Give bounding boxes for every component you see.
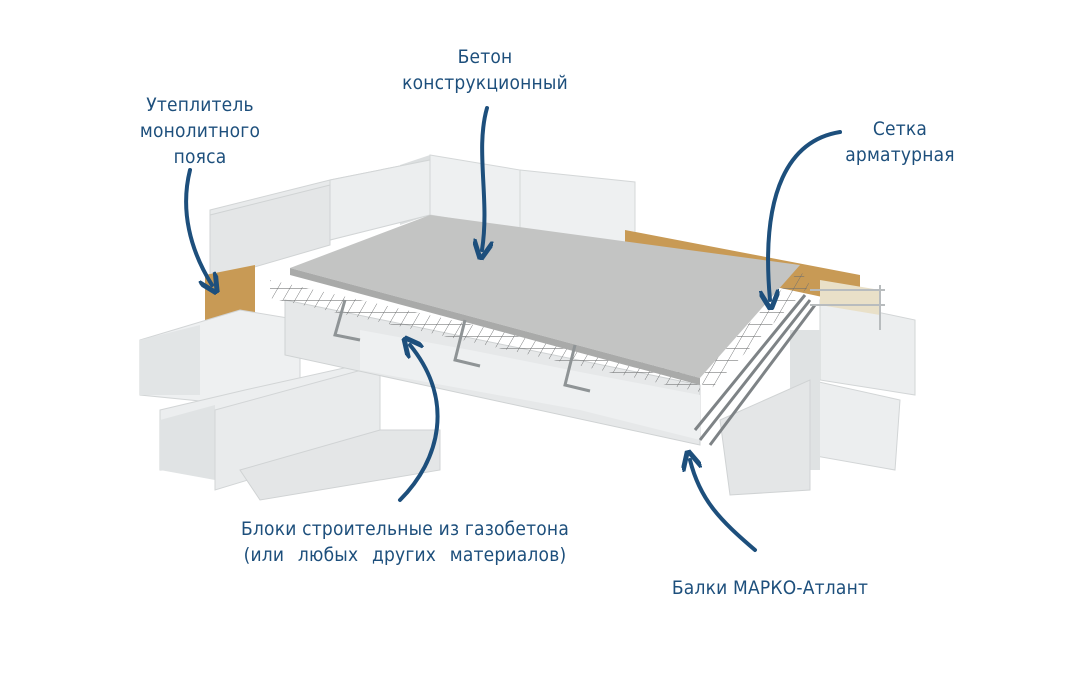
label-mesh-line2: арматурная (845, 144, 955, 166)
label-blocks-line2: (или любых других материалов) (243, 544, 567, 566)
label-concrete-line2: конструкционный (402, 72, 568, 94)
beams (333, 294, 817, 446)
label-concrete: Бетон конструкционный (385, 44, 585, 96)
label-insulation-line3: пояса (173, 146, 227, 168)
label-blocks-line1: Блоки строительные из газобетона (241, 518, 569, 540)
label-concrete-line1: Бетон (457, 46, 513, 68)
label-beams-line1: Балки МАРКО-Атлант (671, 577, 869, 599)
rebar-mesh (270, 280, 700, 392)
left-wall-blocks (139, 309, 441, 501)
arrow-concrete (482, 106, 487, 250)
label-mesh-line1: Сетка (872, 118, 928, 140)
arrow-mesh (768, 130, 842, 300)
right-wall-blocks (719, 299, 916, 496)
label-insulation-line1: Утеплитель (146, 94, 254, 116)
label-beams: Балки МАРКО-Атлант (655, 575, 885, 601)
label-insulation-line2: монолитного (139, 120, 261, 142)
label-blocks: Блоки строительные из газобетона (или лю… (210, 516, 600, 568)
concrete-slab-top (290, 215, 800, 378)
filler-blocks (284, 299, 701, 446)
pointer-arrows (184, 106, 842, 552)
back-wall-blocks (209, 154, 636, 281)
arrow-beams (690, 460, 757, 552)
arrow-blocks (398, 345, 440, 502)
arrow-insulation (184, 168, 212, 285)
label-insulation: Утеплитель монолитного пояса (105, 92, 295, 170)
label-mesh: Сетка арматурная (830, 116, 970, 168)
